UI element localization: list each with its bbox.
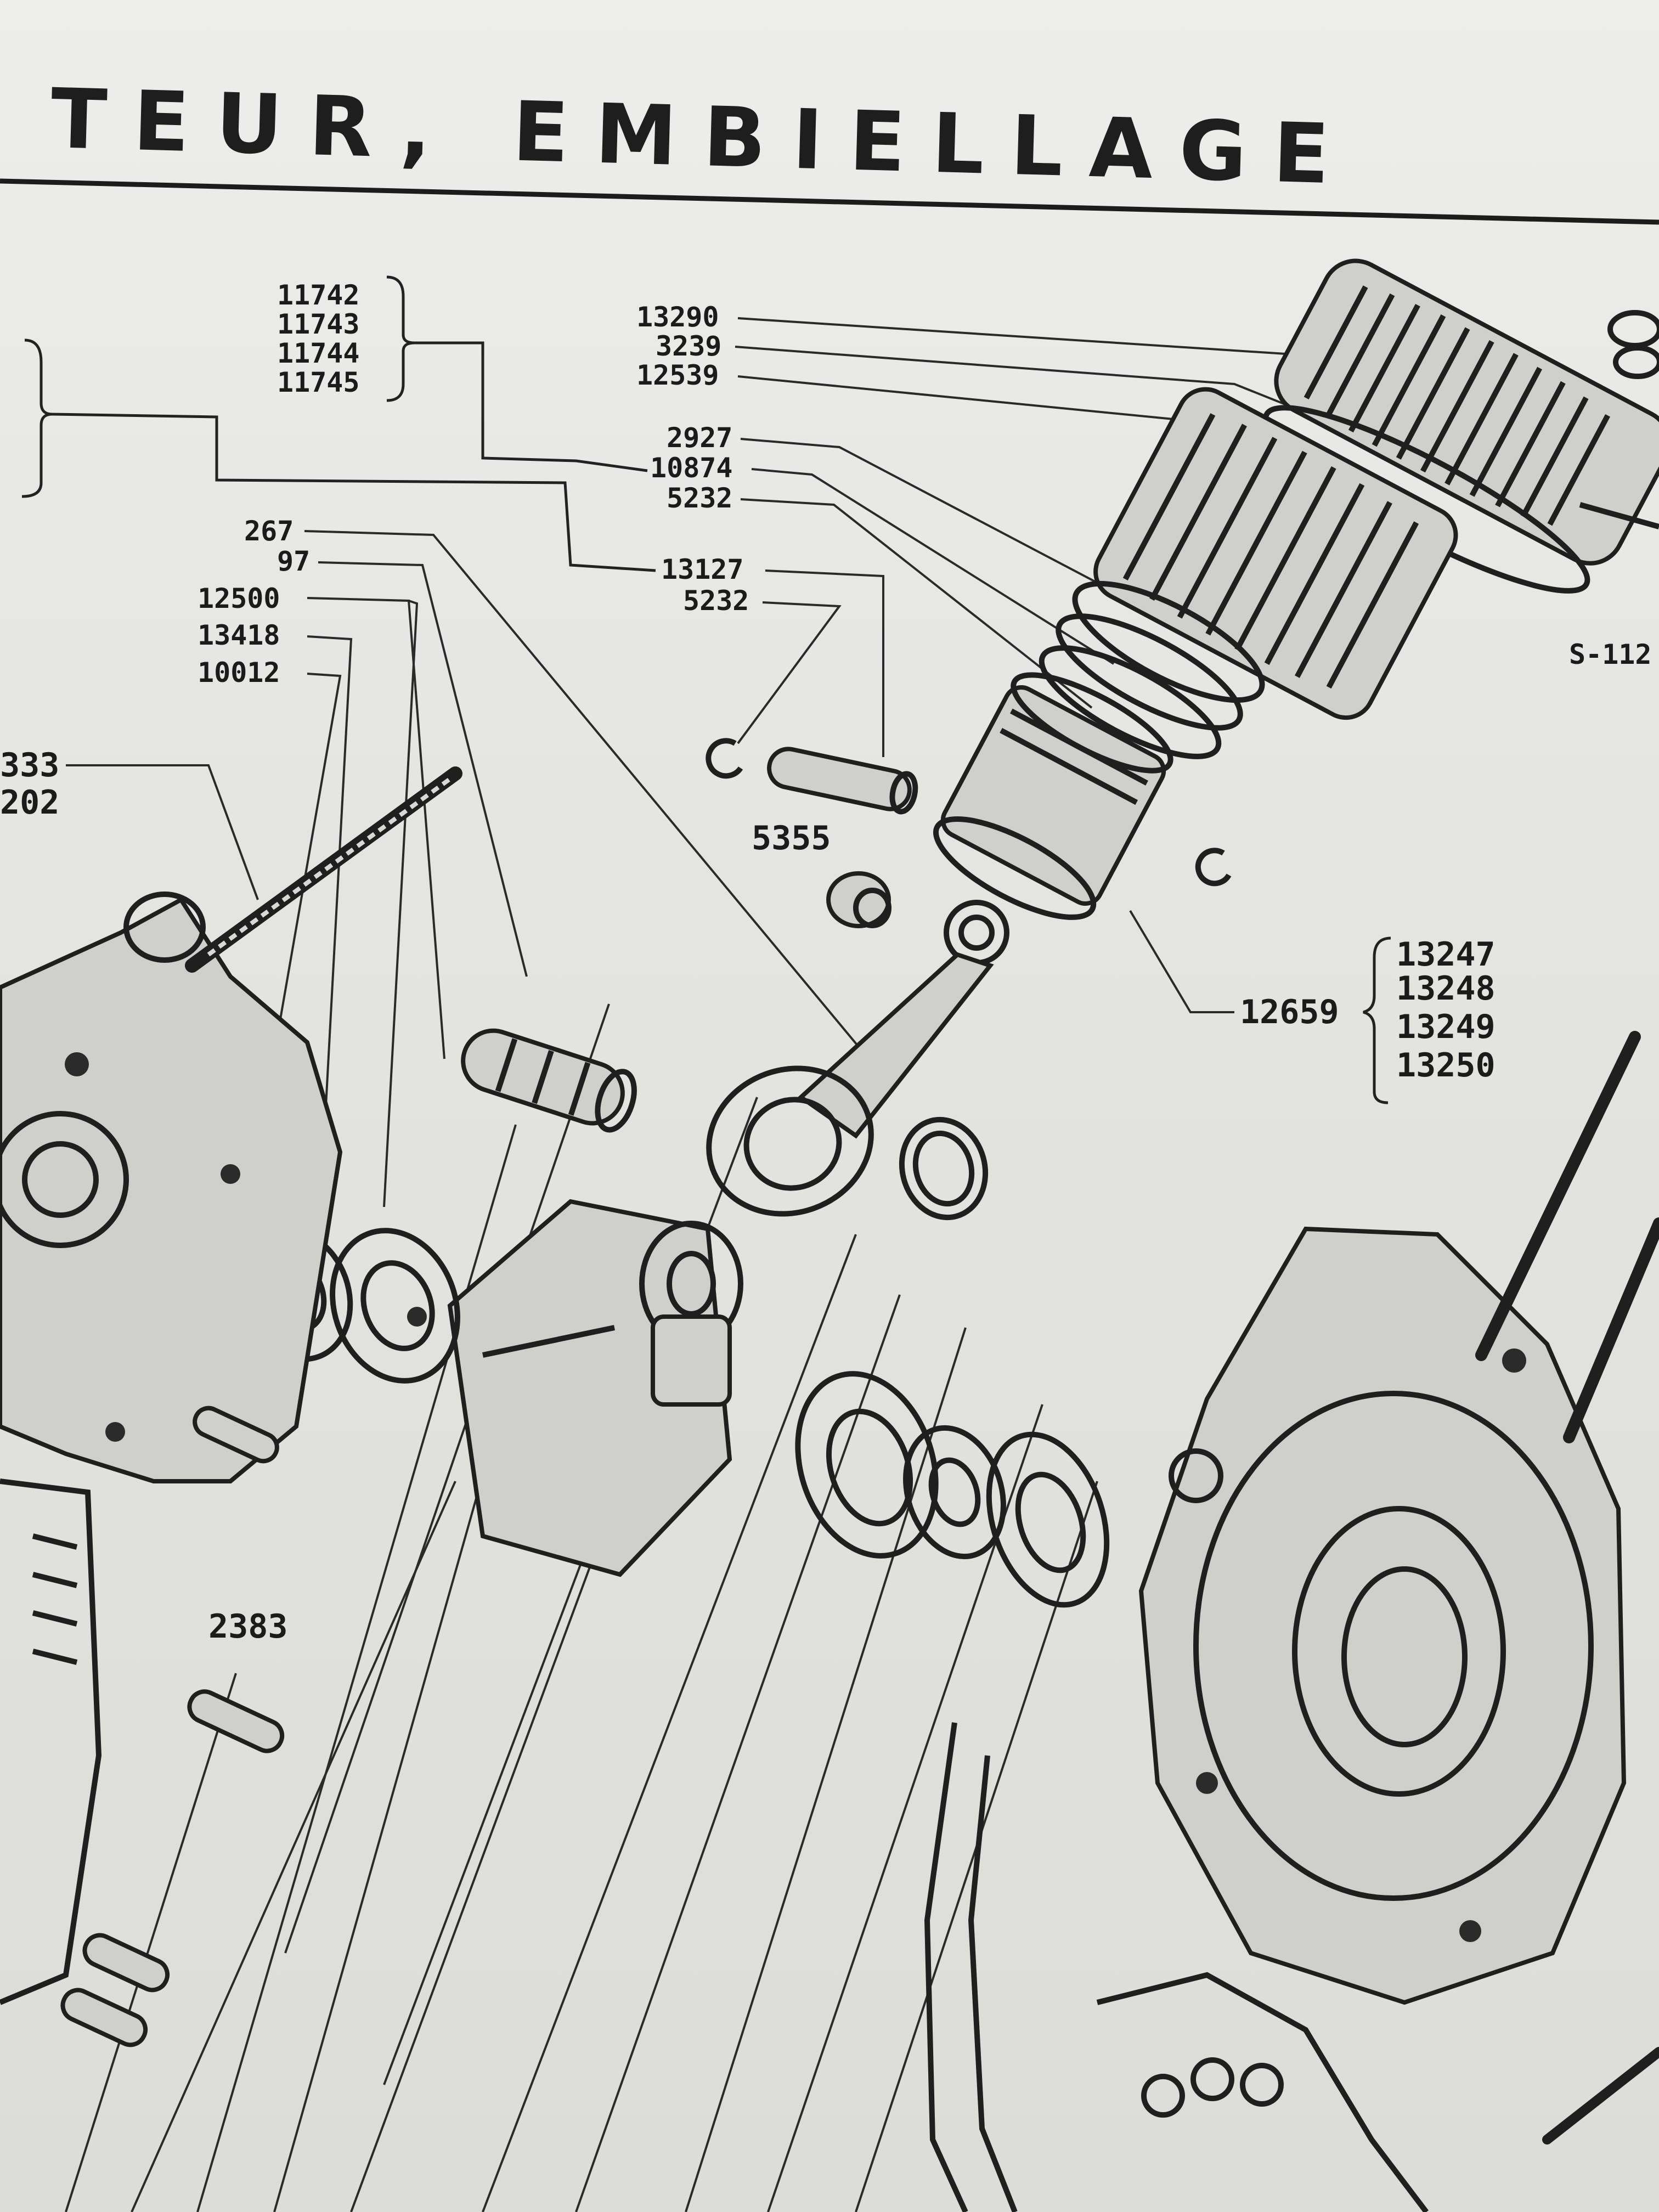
crankcase-gasket xyxy=(924,1722,1018,2212)
title-rule xyxy=(0,178,1659,225)
leader-10874 xyxy=(751,468,1115,665)
cylinder-barrel xyxy=(1093,387,1458,720)
needle-cage xyxy=(461,1028,637,1133)
label-13249: 13249 xyxy=(1396,1008,1496,1046)
connecting-rod xyxy=(706,900,1009,1217)
label-12659: 12659 xyxy=(1240,993,1339,1031)
label-2383: 2383 xyxy=(208,1607,288,1646)
leader-267 xyxy=(304,530,879,1071)
main-bearing-right xyxy=(795,1371,1110,1608)
leader-fan-5 xyxy=(685,1327,967,2212)
label-13127: 13127 xyxy=(661,554,744,585)
leader-333 xyxy=(66,764,259,900)
bracket-11742-11745 xyxy=(386,275,415,402)
leader-12500-b xyxy=(383,600,419,1207)
label-2927: 2927 xyxy=(667,422,732,454)
leader-10012 xyxy=(251,673,342,1180)
cylinder-head xyxy=(1262,258,1659,594)
label-10012: 10012 xyxy=(198,657,280,689)
label-11745: 11745 xyxy=(277,366,360,398)
label-5355: 5355 xyxy=(752,819,831,857)
label-s-112: S-112 xyxy=(1569,639,1652,670)
stud-shaft xyxy=(123,766,462,973)
leader-11742-group xyxy=(414,341,648,472)
label-267: 267 xyxy=(244,515,294,547)
leader-5232 xyxy=(740,498,1093,709)
leader-left-group xyxy=(52,413,656,572)
leader-97 xyxy=(318,561,528,977)
label-97: 97 xyxy=(277,545,310,577)
leader-13127 xyxy=(765,569,884,757)
label-11744: 11744 xyxy=(277,337,360,369)
bracket-left xyxy=(21,338,53,498)
label-5232-pin: 5232 xyxy=(683,585,749,617)
leader-13290 xyxy=(737,317,1328,358)
label-12500: 12500 xyxy=(198,583,280,614)
piston xyxy=(933,672,1173,920)
small-end-bushing xyxy=(826,871,891,928)
bracket-13247-13250 xyxy=(1363,936,1391,1104)
leader-fan-3 xyxy=(482,1234,857,2212)
label-12539: 12539 xyxy=(636,359,719,391)
piston-pin xyxy=(767,747,918,815)
crankshaft xyxy=(447,1199,743,1577)
label-11742: 11742 xyxy=(277,279,360,311)
circlip-right xyxy=(1195,848,1232,887)
label-3239: 3239 xyxy=(656,330,721,362)
crankcase-left xyxy=(0,896,343,2047)
label-11743: 11743 xyxy=(277,308,360,340)
label-13248: 13248 xyxy=(1396,969,1496,1008)
piston-rings xyxy=(1039,580,1265,759)
leader-fan-1 xyxy=(284,1003,610,1954)
leader-fan-11 xyxy=(131,1481,456,2212)
label-13250: 13250 xyxy=(1396,1046,1496,1085)
leader-fan-12 xyxy=(65,1673,237,2212)
callout-labels: 11742 11743 11744 11745 13290 3239 12539… xyxy=(0,279,1652,1646)
leader-5232-clip xyxy=(737,601,842,744)
label-13418: 13418 xyxy=(198,619,280,651)
cylinder-studs xyxy=(1475,1031,1659,2145)
leader-12659 xyxy=(1129,910,1234,1013)
thrust-washer xyxy=(899,1116,989,1221)
leader-2927 xyxy=(740,438,1158,616)
circlip-left xyxy=(706,738,743,779)
label-202: 202 xyxy=(0,783,59,822)
label-5232: 5232 xyxy=(667,482,732,514)
leader-fan-4 xyxy=(575,1294,901,2212)
spark-plug-boss xyxy=(1579,310,1659,529)
crankcase-right xyxy=(1096,1226,1627,2212)
label-13247: 13247 xyxy=(1396,935,1496,974)
leader-13418 xyxy=(307,635,353,1147)
label-13290: 13290 xyxy=(636,301,719,333)
label-333: 333 xyxy=(0,746,59,785)
label-10874: 10874 xyxy=(650,452,733,484)
